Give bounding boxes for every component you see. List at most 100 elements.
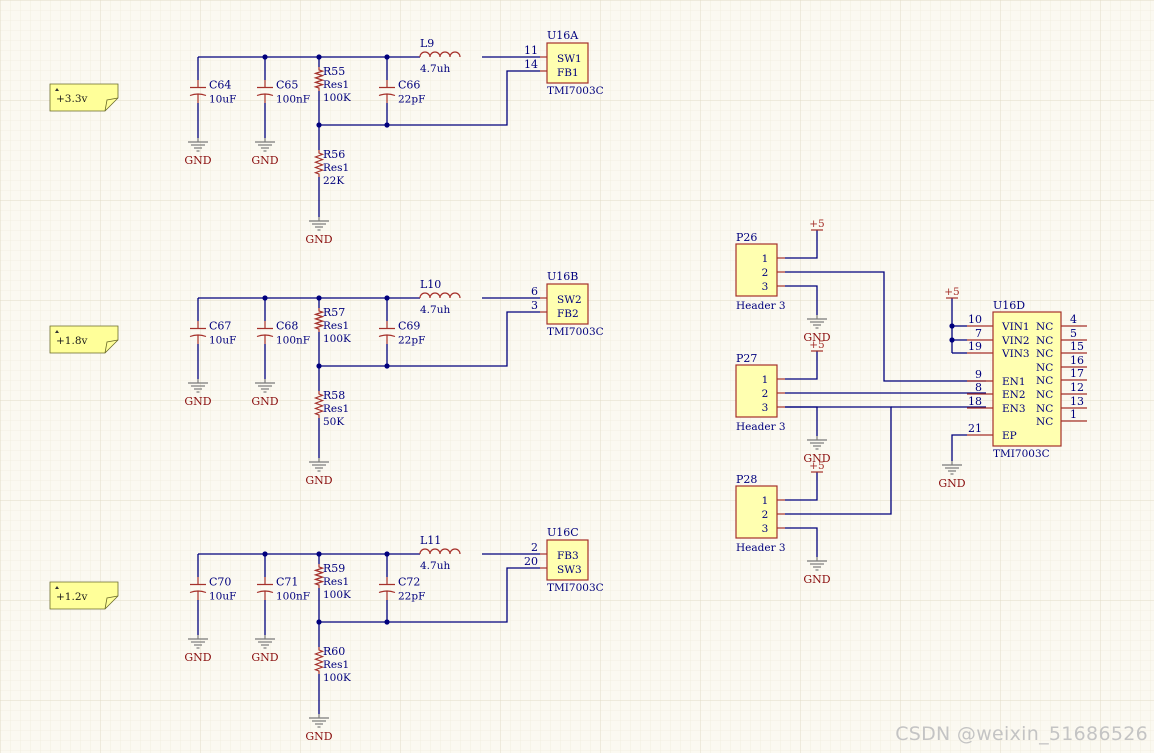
capacitor-value: 100nF (276, 335, 310, 347)
capacitor-plate (190, 321, 206, 330)
ic-pin-name: EN1 (1002, 376, 1026, 388)
gnd-label: GND (251, 651, 278, 664)
wire (785, 406, 892, 515)
ic-pin-name: VIN2 (1001, 335, 1030, 347)
gnd-label: GND (305, 474, 332, 487)
gnd-label: GND (305, 233, 332, 246)
capacitor-plate (257, 80, 273, 89)
inductor-value: 4.7uh (420, 560, 450, 572)
header-pin-number: 3 (762, 402, 769, 414)
gnd-label: GND (305, 730, 332, 743)
inductor[interactable]: L94.7uh (419, 37, 461, 75)
gnd-label: GND (803, 452, 830, 465)
header-type: Header 3 (736, 421, 786, 433)
header-pin-number: 1 (762, 253, 769, 265)
gnd-symbol: GND (305, 714, 333, 743)
gnd-label: GND (938, 477, 965, 490)
inductor[interactable]: L11 4.7uh (419, 534, 461, 572)
capacitor[interactable]: C70 10uF (189, 576, 236, 603)
capacitor-plate (379, 80, 395, 89)
ic-u16d[interactable]: U16DTMI7003C10VIN17VIN219VIN39EN18EN218E… (967, 299, 1087, 460)
note-body (49, 325, 119, 354)
wire (951, 434, 967, 461)
note-fold (104, 339, 119, 354)
gnd-label: GND (803, 573, 830, 586)
capacitor-value: 10uF (209, 591, 236, 603)
net-note[interactable]: +1.8v (49, 325, 119, 354)
gnd-label: GND (184, 651, 211, 664)
power-port-plus5: +5 (944, 286, 960, 299)
gnd-label: GND (184, 154, 211, 167)
capacitor-plate-curved (378, 590, 396, 600)
ic-pin-number: 18 (968, 395, 982, 408)
note-text: +1.2v (56, 591, 87, 603)
resistor-value: 100K (323, 333, 351, 345)
ic-ref: U16B (547, 270, 578, 283)
resistor-zigzag (313, 564, 325, 588)
ic-pin-number: 6 (531, 285, 538, 298)
inductor-ref: L11 (420, 534, 441, 547)
capacitor-ref: C70 (209, 576, 231, 589)
junction-dot (949, 323, 955, 329)
resistor-zigzag (313, 150, 325, 177)
resistor-value: 22K (323, 175, 344, 187)
inductor-value: 4.7uh (420, 304, 450, 316)
header-body (735, 364, 778, 418)
ic-pin-name: SW3 (557, 564, 582, 576)
ic-pin-name: EP (1002, 430, 1017, 442)
ic-pin-number: 20 (524, 555, 538, 568)
ic-pin-name: EN2 (1002, 389, 1026, 401)
power-label: +5 (809, 218, 824, 230)
capacitor-plate-curved (189, 93, 207, 103)
resistor-ref: R58 (323, 389, 345, 402)
junction-dot (949, 337, 955, 343)
resistor-type: Res1 (323, 403, 349, 415)
header-pin-number: 2 (762, 267, 769, 279)
power-port-plus5: +5 (809, 339, 825, 352)
note-fold (104, 595, 119, 610)
resistor-zigzag (313, 308, 325, 332)
inductor-coil (419, 292, 461, 299)
capacitor-plate-curved (189, 590, 207, 600)
ic-pin-number: 19 (968, 340, 982, 353)
ic-pin-name: NC (1036, 389, 1053, 401)
header-type: Header 3 (736, 542, 786, 554)
gnd-symbol: GND (305, 217, 333, 246)
ic-part: TMI7003C (547, 85, 604, 97)
note-body (49, 83, 119, 112)
net-note[interactable]: +3.3v (49, 83, 119, 112)
inductor-coil (419, 51, 461, 58)
capacitor-plate-curved (378, 93, 396, 103)
header-pin-number: 1 (762, 495, 769, 507)
ic-pin-name: NC (1036, 335, 1053, 347)
power-label: +5 (809, 460, 824, 472)
wire (319, 567, 540, 623)
net-note[interactable]: +1.2v (49, 581, 119, 610)
wire (785, 230, 818, 259)
power-port-plus5: +5 (809, 460, 825, 473)
ic-pin-number: 4 (1070, 313, 1077, 326)
